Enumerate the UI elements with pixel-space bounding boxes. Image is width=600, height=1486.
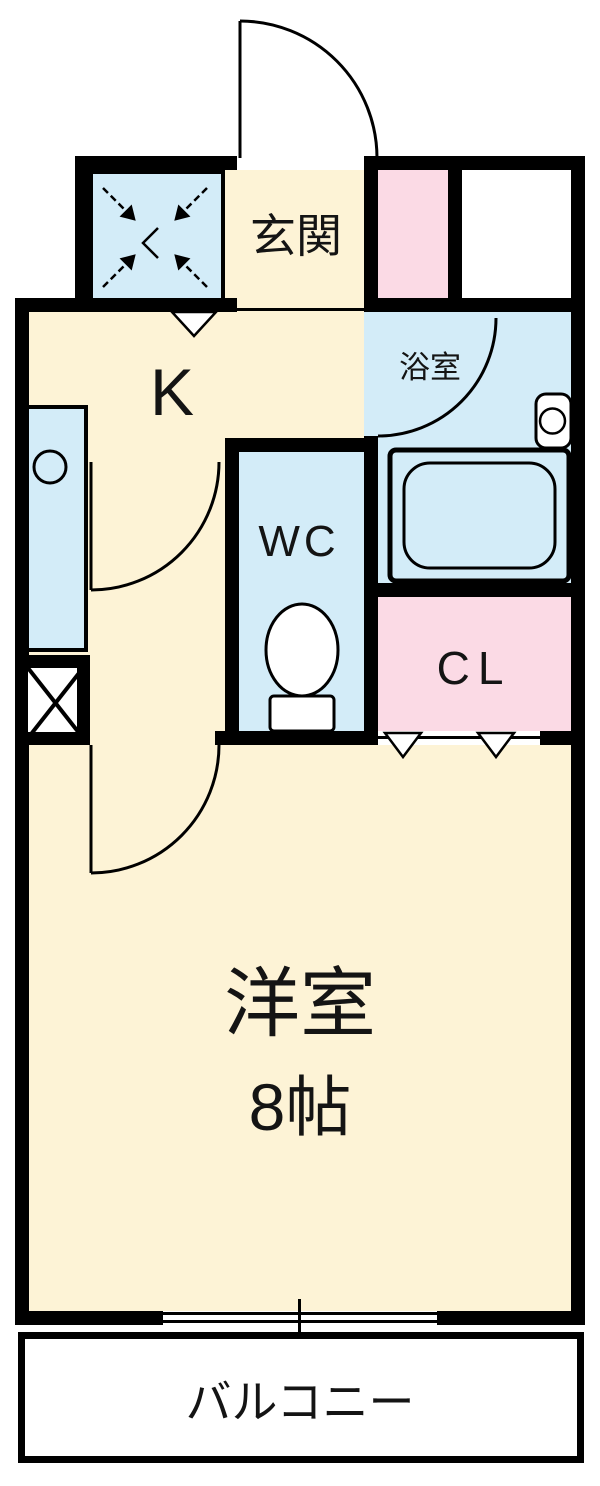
corner-arrow-br-head <box>174 254 191 271</box>
wall-bath-bottom <box>364 583 585 597</box>
washbasin-bowl <box>538 407 567 435</box>
kitchen-counter <box>22 405 88 652</box>
laundry-center-mark <box>141 227 159 259</box>
closet-door-notch-2 <box>475 731 517 760</box>
toilet-icon <box>264 602 340 733</box>
wall-left-main <box>15 298 29 1325</box>
laundry-door-notch <box>169 310 219 338</box>
corner-arrow-tr-head <box>174 204 191 221</box>
western-room-door-arc <box>90 744 221 875</box>
wall-step <box>15 298 237 312</box>
bathtub-icon <box>387 447 572 584</box>
storage-floor <box>378 170 448 298</box>
pipe-space-icon <box>15 655 90 745</box>
bathtub-inner <box>402 461 557 570</box>
western-room-size: 8帖 <box>249 1070 352 1144</box>
balcony-label: バルコニー <box>185 1376 414 1428</box>
wall-wc-left <box>225 438 239 745</box>
wall-entrance-bath-divider <box>364 156 378 312</box>
kitchen-label: K <box>150 355 194 429</box>
pipe-space-cross-2 <box>26 666 85 740</box>
entrance-step-line <box>237 308 364 311</box>
kitchen-door-arc <box>90 461 221 592</box>
corner-arrow-tl-head <box>119 204 136 221</box>
bathroom-door-arc <box>377 317 498 438</box>
wall-wc-top <box>225 438 378 452</box>
entrance-door-arc <box>239 19 379 159</box>
door-swings <box>89 19 498 875</box>
wall-top-left <box>75 156 237 170</box>
washbasin-body <box>534 392 573 450</box>
toilet-bowl <box>264 602 340 698</box>
laundry-corner-arrows <box>102 187 208 288</box>
closet-floor <box>378 597 571 731</box>
bathtub-outer <box>387 447 572 584</box>
walls <box>15 156 585 1337</box>
closet-label: CL <box>437 642 512 694</box>
toilet-tank <box>268 694 336 733</box>
entrance-label: 玄関 <box>250 210 342 262</box>
wall-bath-top <box>364 298 585 312</box>
wall-room-top-right <box>540 731 585 745</box>
wall-bottom-right <box>437 1311 585 1325</box>
closet-door-notch-1 <box>382 731 424 760</box>
window-center-tick <box>298 1299 301 1337</box>
washbasin-icon <box>534 392 573 450</box>
bathroom-label: 浴室 <box>399 350 461 385</box>
kitchen-counter-body <box>22 405 88 652</box>
room-labels: 玄関 K 浴室 WC CL 洋室 8帖 バルコニー <box>150 210 512 1428</box>
wc-label: WC <box>258 517 339 566</box>
balcony-outline <box>18 1332 584 1463</box>
western-room-floor <box>29 745 571 1311</box>
laundry-space <box>89 170 225 305</box>
closet-door-track <box>378 736 540 739</box>
kitchen-sink-icon <box>32 449 68 485</box>
wall-top-right <box>367 156 585 170</box>
door-notches <box>169 310 517 760</box>
wall-bottom-left <box>15 1311 163 1325</box>
wall-left-upper <box>75 156 89 312</box>
corner-arrow-bl-head <box>119 254 136 271</box>
wall-room-top-mid <box>215 731 378 745</box>
wall-storage-divider <box>448 156 462 312</box>
western-room-label: 洋室 <box>224 962 376 1047</box>
